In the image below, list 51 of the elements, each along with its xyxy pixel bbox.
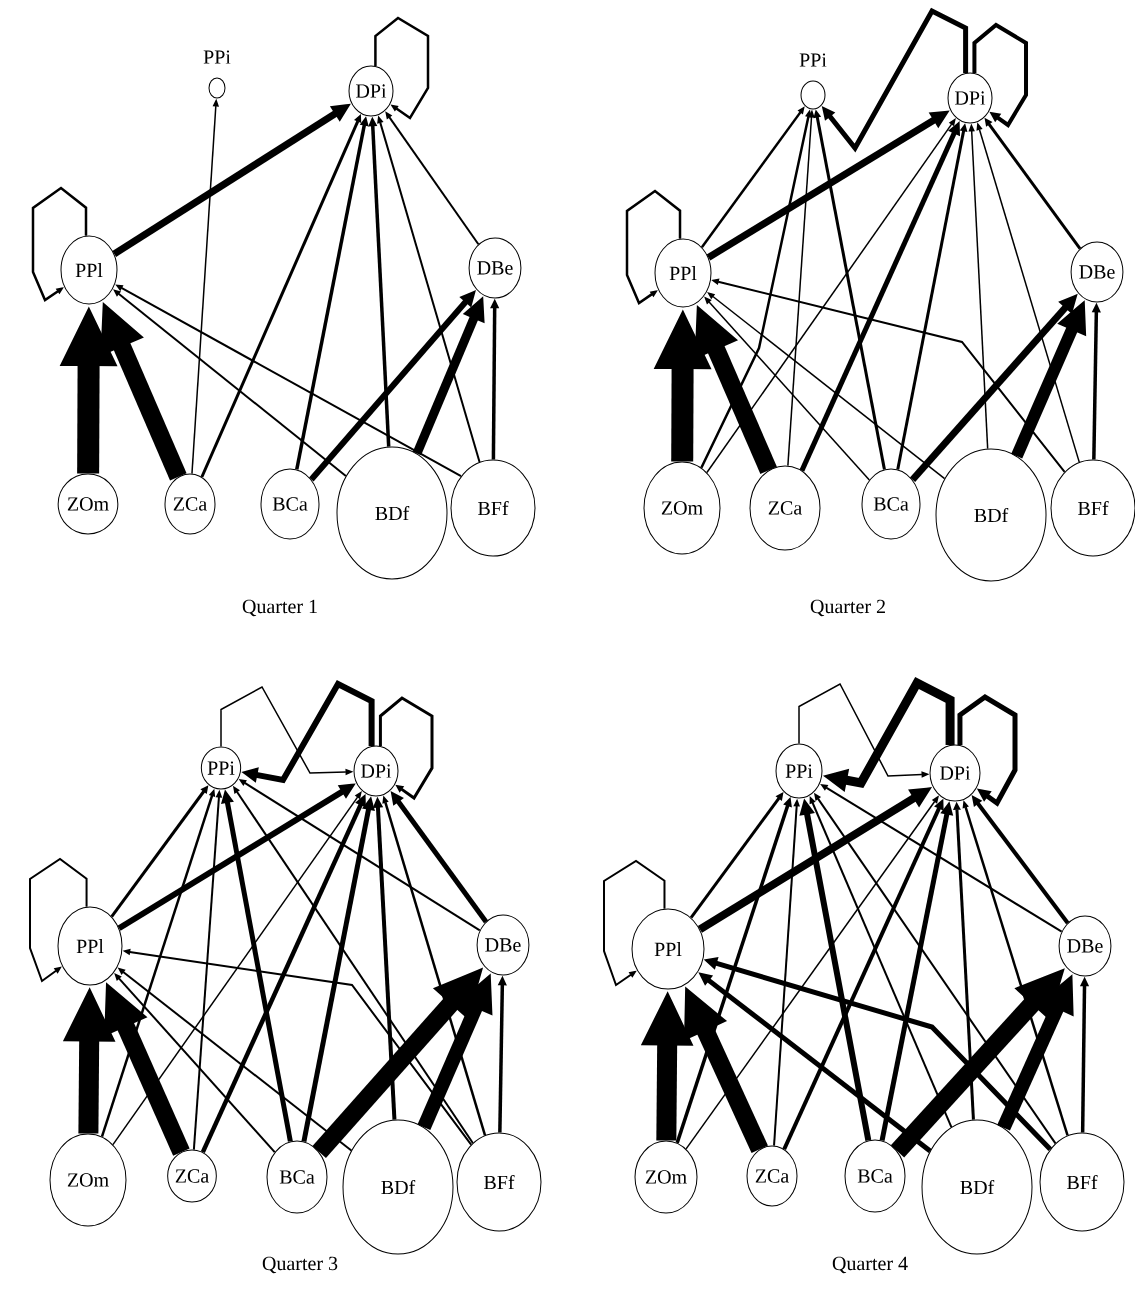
node-label: PPi xyxy=(799,53,827,67)
ellipse-node: BCa xyxy=(266,1140,328,1214)
ellipse-node: ZCa xyxy=(164,473,216,535)
ellipse-node: BDf xyxy=(342,1119,454,1255)
ellipse-node: ZCa xyxy=(746,1145,798,1207)
ellipse-node: DBe xyxy=(468,237,522,299)
loop-arrow xyxy=(378,696,434,801)
arrow xyxy=(114,973,276,1154)
ellipse-node: PPi xyxy=(775,743,823,799)
ellipse-node: PPl xyxy=(60,235,118,305)
ellipse-node: DPi xyxy=(947,72,993,124)
arrow xyxy=(706,118,956,474)
panel-caption: Quarter 2 xyxy=(810,599,885,617)
ellipse-node: BFf xyxy=(450,459,536,557)
ellipse-node: ZOm xyxy=(634,1140,698,1214)
loop-arrow xyxy=(374,16,430,120)
ellipse-node: BCa xyxy=(861,468,921,540)
ellipse-node: PPl xyxy=(654,238,712,308)
ellipse-node: ZOm xyxy=(57,473,119,535)
loop-arrow xyxy=(625,189,682,305)
ellipse-node: BDf xyxy=(336,446,448,580)
arrow xyxy=(112,791,362,1146)
loop-arrow xyxy=(972,22,1028,128)
ellipse-node: BDf xyxy=(935,448,1047,582)
ellipse-node: PPl xyxy=(57,906,123,986)
loop-arrow xyxy=(31,186,88,302)
ellipse-node: BCa xyxy=(844,1139,906,1213)
panel-caption: Quarter 3 xyxy=(262,1256,338,1274)
ellipse-node: DBe xyxy=(1070,241,1124,303)
loop-arrow xyxy=(29,857,88,983)
ellipse-node: DBe xyxy=(476,914,530,976)
ellipse-node: DPi xyxy=(353,745,399,797)
loop-arrow xyxy=(957,694,1018,807)
ellipse-node: BDf xyxy=(921,1119,1033,1255)
loop-arrow xyxy=(603,859,666,987)
ellipse-node: BFf xyxy=(456,1132,542,1232)
ellipse-node: ZCa xyxy=(167,1149,217,1203)
ellipse-node: DPi xyxy=(929,744,981,802)
ellipse-node: DPi xyxy=(348,65,394,117)
ellipse-node: BFf xyxy=(1039,1132,1125,1232)
ellipse-node: BCa xyxy=(260,468,320,540)
node-label: PPi xyxy=(203,50,231,64)
panel-caption: Quarter 4 xyxy=(832,1256,908,1274)
panel-caption: Quarter 1 xyxy=(242,599,317,617)
ellipse-node: ZOm xyxy=(643,461,721,555)
ellipse-node: DBe xyxy=(1058,915,1112,977)
ellipse-node: PPi xyxy=(200,746,242,790)
arrow xyxy=(689,792,784,919)
ellipse-node: PPl xyxy=(631,908,705,990)
ellipse-node: ZOm xyxy=(49,1133,127,1227)
ellipse-node: ZCa xyxy=(749,465,821,551)
